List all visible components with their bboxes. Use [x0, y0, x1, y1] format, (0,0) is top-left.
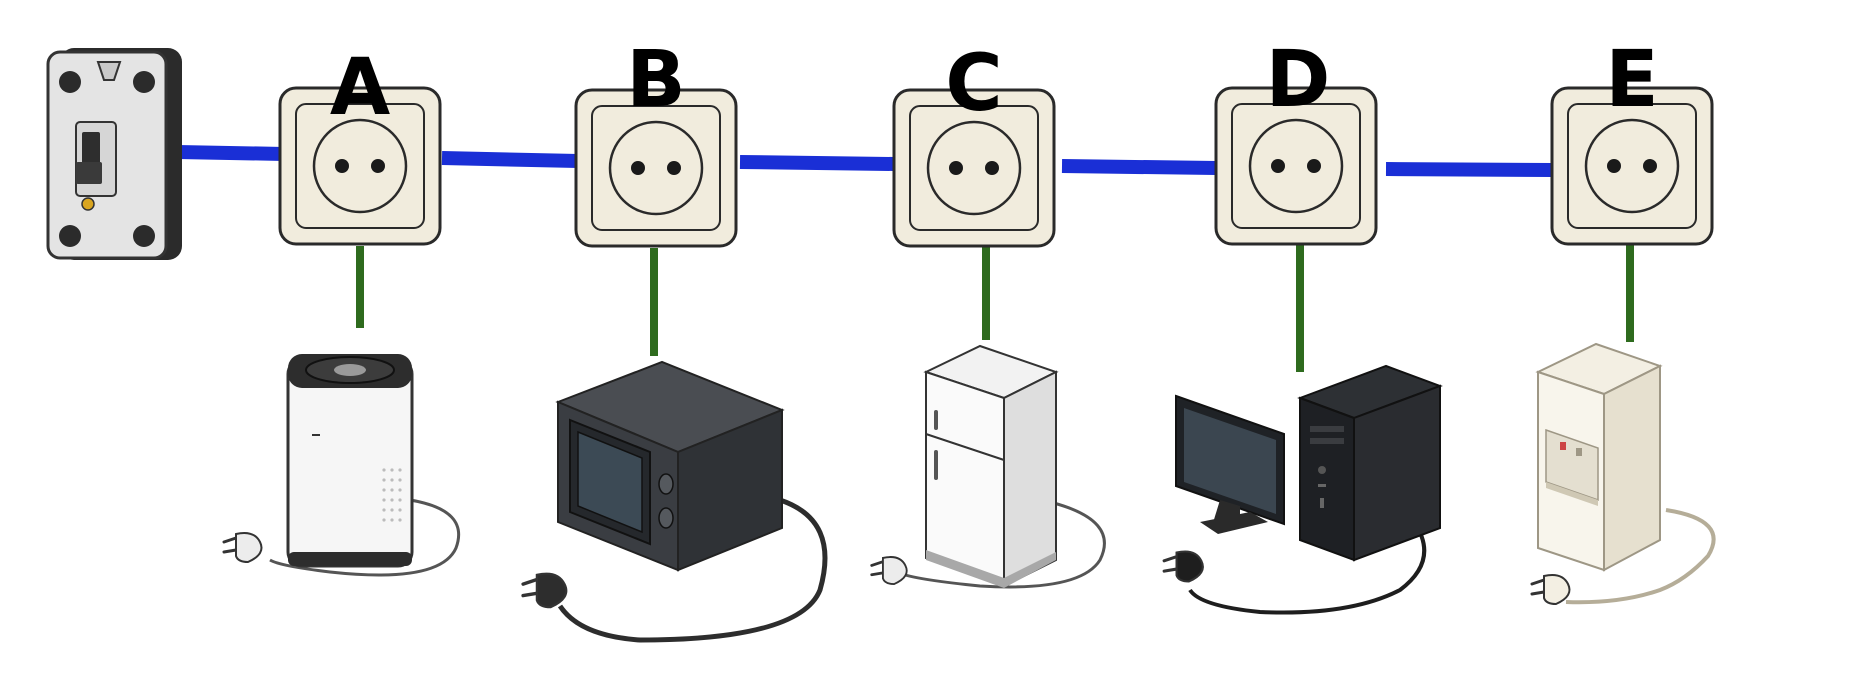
outlets: [278, 86, 1714, 248]
outlet-labels: A B C D E: [330, 35, 1659, 133]
outlet-label-e: E: [1605, 35, 1658, 125]
bus-wire-breaker-a: [177, 145, 285, 161]
bus-wire-c-d: [1061, 159, 1217, 175]
bus-wires: [177, 145, 1553, 177]
outlet-c: [892, 88, 1056, 248]
bus-wire-d-e: [1385, 162, 1553, 177]
outlet-label-c: C: [945, 39, 1002, 129]
outlet-label-a: A: [330, 43, 390, 133]
water-dispenser-icon: [1530, 342, 1716, 606]
air-purifier-icon: [222, 354, 461, 577]
outlet-b: [574, 88, 738, 248]
outlet-e: [1550, 86, 1714, 246]
desktop-computer-icon: [1162, 364, 1443, 615]
refrigerator-icon: [870, 344, 1106, 589]
drop-wires: [356, 244, 1634, 372]
bus-wire-b-c: [739, 155, 895, 171]
outlet-a: [278, 86, 442, 246]
outlet-label-b: B: [626, 35, 685, 125]
circuit-breaker-icon: [46, 48, 182, 260]
outlet-label-d: D: [1266, 35, 1331, 125]
microwave-oven-icon: [521, 360, 828, 643]
outlet-d: [1214, 86, 1378, 246]
bus-wire-a-b: [441, 151, 579, 168]
